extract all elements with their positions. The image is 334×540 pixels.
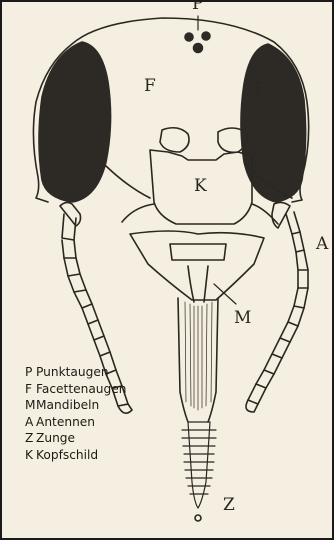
antenna-socket-left — [160, 128, 189, 152]
label-K: K — [194, 178, 207, 195]
label-P: P — [192, 0, 203, 13]
label-Z: Z — [223, 497, 235, 514]
antenna-right — [246, 202, 308, 412]
proboscis-left — [178, 298, 188, 422]
proboscis-right — [208, 298, 218, 422]
label-A: A — [316, 236, 328, 253]
tongue — [182, 422, 216, 508]
mandible-left — [188, 266, 194, 302]
ocellus-left — [185, 33, 193, 41]
tongue-tip — [195, 515, 201, 521]
labrum — [170, 244, 226, 260]
compound-eye-left — [39, 42, 111, 202]
labrum-area — [130, 231, 264, 300]
ocellus-lower — [194, 44, 203, 53]
label-F-left: F — [144, 78, 156, 95]
proboscis-hatching — [185, 302, 212, 410]
legend-item-m: MMandibeln — [25, 397, 127, 414]
label-M: M — [234, 310, 251, 327]
mandible-right — [204, 266, 208, 302]
label-F-right: F — [254, 81, 266, 98]
gena-left — [106, 166, 154, 222]
ocellus-right — [202, 32, 210, 40]
